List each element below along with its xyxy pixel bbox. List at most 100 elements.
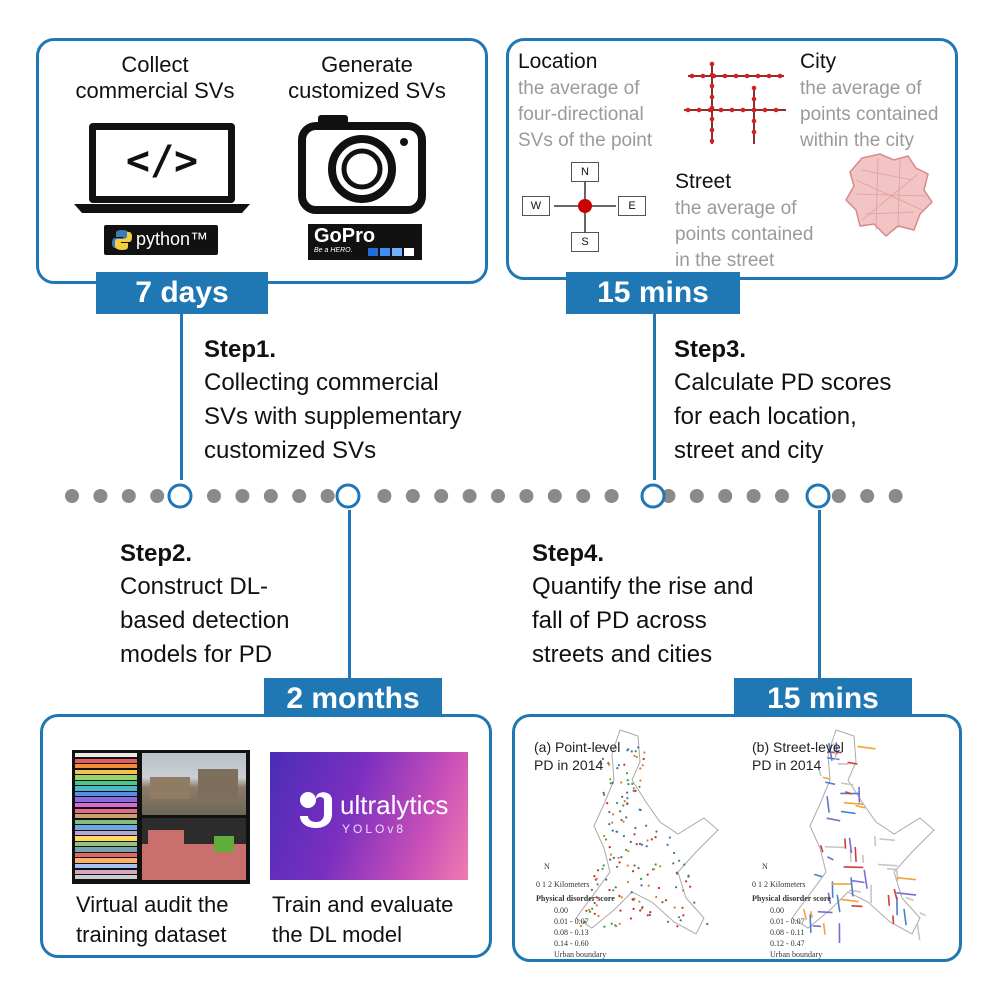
ultralytics-brand: ultralytics	[340, 790, 449, 820]
legend-b-item: 0.12 - 0.47	[770, 939, 805, 948]
street-point	[709, 72, 715, 78]
pd-point	[614, 886, 617, 889]
pd-street-segment	[819, 844, 824, 853]
pd-street-segment	[825, 781, 836, 786]
timeline-dot	[831, 489, 846, 503]
label-stripe	[75, 814, 137, 819]
pd-point	[615, 830, 618, 833]
pd-point	[647, 884, 650, 887]
pd-point	[626, 802, 629, 805]
street-point	[751, 96, 757, 102]
pd-street-segment	[836, 894, 841, 913]
label-stripe	[75, 825, 137, 830]
pd-street-segment	[905, 896, 914, 902]
timeline-dot	[65, 489, 79, 503]
pd-point	[589, 910, 592, 913]
caption-train-evaluate: Train and evaluate the DL model	[272, 892, 454, 947]
pd-point	[637, 867, 640, 870]
street-point	[709, 61, 715, 67]
dir-east: E	[618, 196, 646, 216]
pd-point	[608, 888, 611, 892]
pd-point	[629, 840, 632, 844]
pd-street-segment	[857, 745, 876, 750]
duration-badge-15mins-bottom: 15 mins	[734, 678, 912, 720]
pd-street-segment	[844, 838, 847, 849]
pd-street-segment	[832, 743, 837, 760]
pd-point	[672, 862, 675, 865]
pd-point	[620, 856, 623, 859]
legend-a: Physical disorder score 0.00 0.01 - 0.07…	[536, 894, 615, 959]
city-map-icon	[845, 153, 933, 238]
python-snake-icon	[112, 230, 132, 250]
pd-point	[585, 909, 588, 912]
pd-point	[668, 836, 671, 839]
pd-point	[667, 920, 670, 923]
legend-b-item: 0.00	[770, 906, 784, 915]
pd-street-segment	[817, 910, 833, 914]
pd-point	[625, 816, 628, 819]
step3-title: Step3.	[674, 336, 747, 363]
pd-point	[601, 747, 604, 750]
dir-west: W	[522, 196, 550, 216]
dir-north: N	[571, 162, 599, 182]
step1-title: Step1.	[204, 336, 277, 363]
connector-step4	[818, 510, 821, 682]
pd-point	[673, 906, 676, 909]
pd-point	[626, 749, 629, 752]
pd-point	[583, 920, 587, 923]
pd-point	[655, 895, 658, 899]
pd-street-segment	[827, 757, 840, 761]
pd-point	[645, 845, 648, 848]
street-point	[700, 73, 706, 79]
pd-street-segment	[879, 838, 895, 842]
pd-point	[597, 914, 600, 918]
timeline-dot	[576, 489, 591, 503]
timeline-dot	[746, 489, 761, 503]
pd-street-segment	[828, 742, 833, 761]
map-point-level	[575, 729, 719, 935]
pd-point	[632, 789, 635, 792]
pd-point	[597, 869, 600, 872]
label-stripe	[75, 836, 137, 841]
pd-point	[637, 746, 640, 749]
pd-street-segment	[854, 846, 857, 862]
pd-point	[706, 922, 709, 926]
street-point	[709, 83, 715, 89]
pd-point	[617, 856, 620, 859]
pd-street-segment	[863, 869, 868, 889]
pd-street-segment	[810, 911, 813, 919]
street-point	[751, 129, 757, 135]
python-text: python™	[136, 229, 209, 249]
pd-street-segment	[840, 810, 856, 815]
street-point	[751, 118, 757, 124]
street-point	[744, 73, 750, 79]
code-glyph: </>	[125, 138, 199, 184]
pd-street-segment	[903, 908, 907, 926]
label-stripe	[75, 791, 137, 797]
street-point	[751, 107, 757, 113]
pd-point	[666, 843, 669, 846]
step2: Step2. Construct DL- based detection mod…	[120, 540, 289, 672]
connector-step1	[180, 312, 183, 480]
timeline-dot	[292, 489, 307, 503]
maps-box	[512, 714, 962, 962]
pd-point	[623, 800, 626, 803]
pd-street-segment	[827, 892, 832, 904]
gopro-text: GoPro	[314, 225, 376, 247]
pd-point	[632, 787, 635, 790]
duration-badge-7days: 7 days	[96, 272, 268, 314]
timeline-ring	[640, 483, 666, 509]
pd-street-segment	[826, 796, 830, 813]
timeline-ring	[167, 483, 193, 509]
timeline-dot	[377, 489, 392, 503]
pd-point	[638, 842, 642, 845]
street-point	[709, 105, 715, 111]
label-stripe	[75, 797, 137, 802]
caption-virtual-audit: Virtual audit the training dataset	[76, 892, 229, 947]
pd-point	[601, 867, 604, 870]
pd-point	[638, 900, 641, 903]
pd-street-segment	[852, 879, 865, 884]
label-stripe	[75, 758, 137, 763]
pd-point	[626, 797, 629, 800]
pd-point	[622, 835, 625, 838]
